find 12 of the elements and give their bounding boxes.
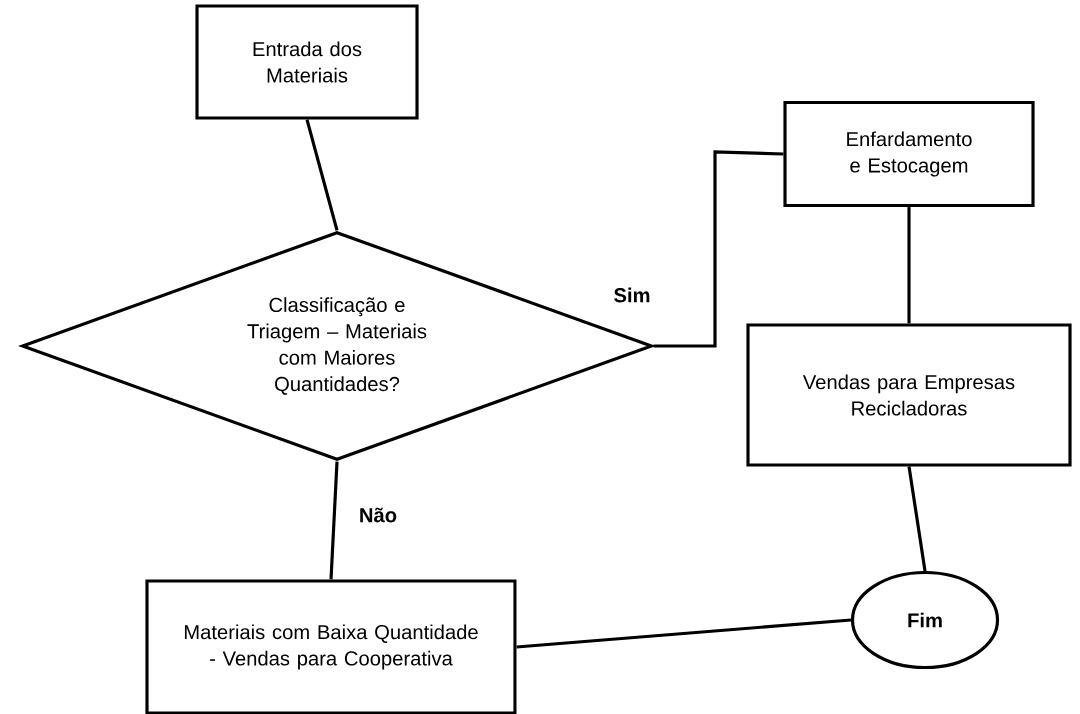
process-box: Materiais com Baixa Quantidade - Vendas para Cooperativa xyxy=(145,579,517,714)
edge-label: Sim xyxy=(611,285,653,305)
connector-line xyxy=(329,461,339,580)
connector-line xyxy=(907,466,927,572)
connector-line xyxy=(653,150,784,348)
connector-line xyxy=(516,618,852,649)
process-box: Entrada dos Materiais xyxy=(195,4,419,120)
connector-line xyxy=(305,119,339,231)
connector-line xyxy=(907,207,911,324)
process-box: Vendas para Empresas Recicladoras xyxy=(746,323,1072,467)
edge-label: Não xyxy=(357,505,399,525)
process-box: Enfardamento e Estocagem xyxy=(783,100,1035,208)
